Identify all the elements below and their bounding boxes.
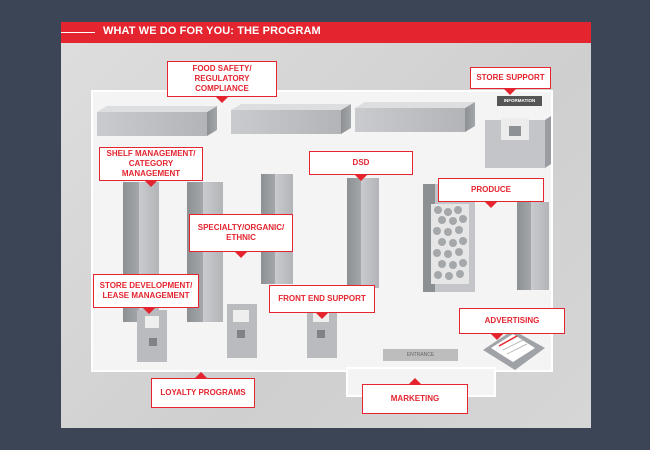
information-desk bbox=[485, 116, 551, 168]
header-banner: WHAT WE DO FOR YOU: THE PROGRAM bbox=[61, 22, 591, 43]
pointer-dsd bbox=[355, 175, 367, 181]
pointer-marketing bbox=[409, 378, 421, 384]
label-store-support-text: STORE SUPPORT bbox=[476, 73, 545, 82]
label-loyalty-programs[interactable]: LOYALTY PROGRAMS bbox=[151, 378, 255, 408]
label-food-safety-line-2: REGULATORY COMPLIANCE bbox=[194, 74, 250, 93]
pointer-advertising bbox=[491, 334, 503, 340]
label-loyalty-programs-text: LOYALTY PROGRAMS bbox=[160, 388, 246, 397]
label-store-development[interactable]: STORE DEVELOPMENT/ LEASE MANAGEMENT bbox=[93, 274, 199, 308]
pointer-food-safety bbox=[216, 97, 228, 103]
label-front-end-support[interactable]: FRONT END SUPPORT bbox=[269, 285, 375, 313]
label-shelf-management-line-2: CATEGORY MANAGEMENT bbox=[121, 159, 181, 178]
label-store-support[interactable]: STORE SUPPORT bbox=[470, 67, 551, 89]
pointer-store-development bbox=[143, 308, 155, 314]
pointer-front-end-support bbox=[316, 313, 328, 319]
produce-bin bbox=[423, 184, 475, 292]
label-store-development-line-2: LEASE MANAGEMENT bbox=[102, 291, 190, 300]
information-sign: INFORMATION bbox=[497, 96, 542, 106]
pointer-specialty bbox=[235, 252, 247, 258]
label-store-development-line-1: STORE DEVELOPMENT/ bbox=[99, 281, 193, 290]
aisle-4 bbox=[347, 178, 379, 288]
pointer-store-support bbox=[504, 89, 516, 95]
label-food-safety-line-1: FOOD SAFETY/ bbox=[192, 64, 252, 73]
wall-shelf-3 bbox=[355, 102, 475, 132]
label-shelf-management[interactable]: SHELF MANAGEMENT/ CATEGORY MANAGEMENT bbox=[99, 147, 203, 181]
pointer-produce bbox=[485, 202, 497, 208]
pointer-loyalty-programs bbox=[195, 372, 207, 378]
label-produce[interactable]: PRODUCE bbox=[438, 178, 544, 202]
advertising-desk bbox=[483, 330, 545, 370]
label-specialty-line-1: SPECIALTY/ORGANIC/ bbox=[197, 223, 285, 232]
banner-rule bbox=[61, 32, 95, 33]
label-produce-text: PRODUCE bbox=[470, 185, 511, 194]
label-dsd-text: DSD bbox=[352, 158, 370, 167]
label-marketing[interactable]: MARKETING bbox=[362, 384, 468, 414]
label-marketing-text: MARKETING bbox=[390, 394, 440, 403]
page-title: WHAT WE DO FOR YOU: THE PROGRAM bbox=[103, 25, 321, 37]
program-card: WHAT WE DO FOR YOU: THE PROGRAM bbox=[61, 22, 591, 428]
label-food-safety[interactable]: FOOD SAFETY/ REGULATORY COMPLIANCE bbox=[167, 61, 277, 97]
produce-shelf-right bbox=[517, 202, 549, 290]
label-front-end-support-text: FRONT END SUPPORT bbox=[278, 294, 366, 303]
entrance-sign: ENTRANCE bbox=[383, 349, 458, 361]
label-specialty-line-2: ETHNIC bbox=[226, 233, 256, 242]
wall-shelf-1 bbox=[97, 106, 217, 136]
label-advertising[interactable]: ADVERTISING bbox=[459, 308, 565, 334]
checkout-1 bbox=[137, 310, 167, 362]
label-advertising-text: ADVERTISING bbox=[484, 316, 540, 325]
label-shelf-management-line-1: SHELF MANAGEMENT/ bbox=[106, 149, 196, 158]
pointer-shelf-management bbox=[145, 181, 157, 187]
checkout-2 bbox=[227, 304, 257, 358]
label-specialty[interactable]: SPECIALTY/ORGANIC/ ETHNIC bbox=[189, 214, 293, 252]
label-dsd[interactable]: DSD bbox=[309, 151, 413, 175]
wall-shelf-2 bbox=[231, 104, 351, 134]
